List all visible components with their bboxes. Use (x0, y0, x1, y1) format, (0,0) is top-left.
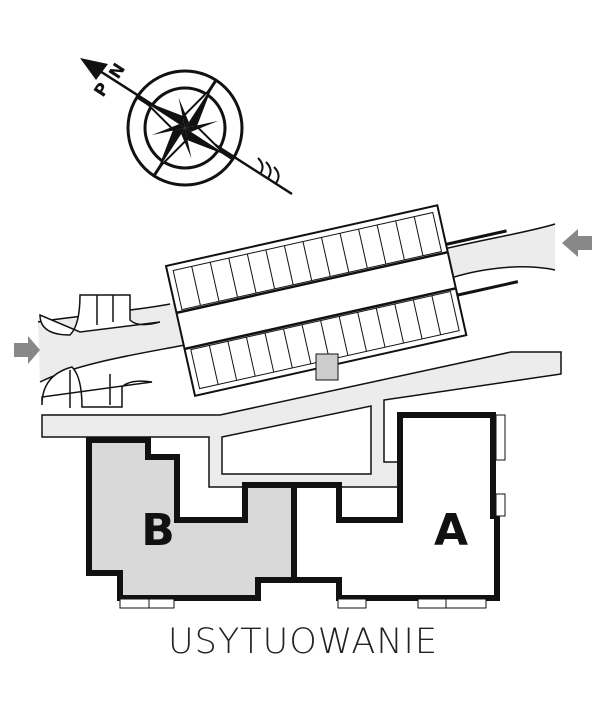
balconies (119, 414, 506, 609)
building-a-label: A (434, 505, 468, 556)
compass-label-n: N (105, 60, 130, 83)
north-arrow-icon (80, 58, 108, 80)
stairs (315, 353, 339, 381)
walkway (41, 351, 562, 488)
building-b-label: B (141, 505, 175, 556)
entry-arrow-left-icon (14, 336, 40, 364)
parking-deck (164, 204, 519, 397)
compass-label-p: P (90, 79, 114, 100)
building-a (291, 412, 500, 601)
entry-arrow-right-icon (562, 229, 592, 257)
courtyard (221, 405, 372, 475)
compass-rose-icon (80, 58, 293, 196)
caption: USYTUOWANIE (167, 622, 438, 662)
parking-bays-left (39, 294, 161, 408)
